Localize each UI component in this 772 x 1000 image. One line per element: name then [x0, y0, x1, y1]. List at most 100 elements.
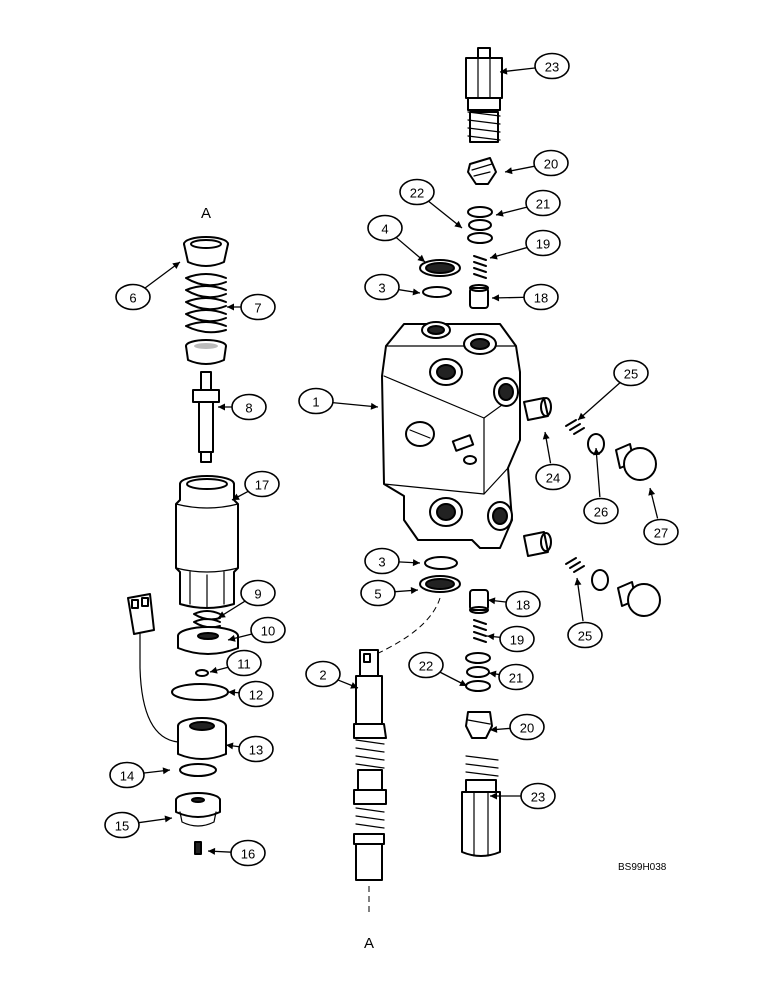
left-assembly	[127, 236, 239, 855]
part-21-lower-ring	[466, 666, 490, 678]
callout-circle	[533, 149, 569, 177]
callout-number: 20	[520, 721, 534, 736]
part-10-plate	[177, 626, 239, 655]
leader-arrow-24	[542, 432, 550, 440]
callout-circle	[109, 761, 145, 789]
callout-circle	[250, 616, 286, 644]
callout-circle	[115, 283, 151, 311]
callout-10: 10	[250, 616, 286, 644]
part-12-oring	[171, 683, 229, 701]
callout-22: 22	[399, 178, 435, 206]
callout-13: 13	[238, 735, 274, 763]
callout-circle	[226, 649, 262, 677]
leader-line-6	[143, 261, 181, 290]
callout-number: 22	[410, 186, 424, 201]
callout-15: 15	[104, 811, 140, 839]
callout-number: 19	[510, 633, 524, 648]
callout-circle	[534, 52, 570, 80]
callout-11: 11	[226, 649, 262, 677]
leader-arrow-23	[490, 792, 497, 800]
part-20-upper-poppet	[467, 157, 497, 185]
callout-circle	[509, 713, 545, 741]
connector-with-wire	[127, 593, 179, 743]
callout-circle	[230, 839, 266, 867]
callout-3: 3	[364, 547, 400, 575]
part-23-lower-plug	[461, 755, 501, 857]
leader-line-26	[595, 447, 601, 498]
callout-number: 5	[374, 587, 381, 602]
leader-arrow-3	[412, 288, 420, 296]
callout-circle	[364, 273, 400, 301]
callout-circle	[238, 680, 274, 708]
leader-arrow-14	[162, 767, 170, 775]
leader-arrow-1	[370, 402, 378, 410]
part-2-spool	[353, 597, 441, 916]
part-3-upper-oring	[422, 286, 452, 298]
leader-arrow-2	[350, 682, 358, 689]
callout-25: 25	[613, 359, 649, 387]
leader-arrow-22	[459, 679, 467, 686]
callout-circle	[244, 470, 280, 498]
callout-circle	[399, 178, 435, 206]
leader-arrow-15	[164, 815, 172, 823]
callout-number: 1	[312, 395, 319, 410]
part-25-upper-spring	[565, 419, 585, 435]
callout-number: 10	[261, 624, 275, 639]
right-side-ports	[523, 397, 661, 617]
callout-3: 3	[364, 273, 400, 301]
part-16-screw	[194, 841, 202, 855]
part-27-upper-plug	[615, 443, 657, 481]
callout-circle	[643, 518, 679, 546]
callout-number: 21	[536, 197, 550, 212]
callout-circle	[240, 293, 276, 321]
leader-arrow-23	[500, 67, 508, 75]
callout-number: 7	[254, 301, 261, 316]
callout-circle	[305, 660, 341, 688]
callout-circle	[499, 625, 535, 653]
leader-arrow-9	[218, 611, 226, 618]
callout-number: 15	[115, 819, 129, 834]
callout-23: 23	[520, 782, 556, 810]
leader-line-25	[577, 381, 621, 421]
callout-circle	[505, 590, 541, 618]
part-4-seal	[419, 259, 461, 277]
callout-circle	[525, 189, 561, 217]
callout-number: 6	[129, 291, 136, 306]
callout-25: 25	[567, 621, 603, 649]
callout-number: 27	[654, 526, 668, 541]
part-6-lower-cap	[185, 339, 227, 365]
callout-number: 3	[378, 281, 385, 296]
part-22-lower-ring-b	[465, 680, 491, 692]
callout-21: 21	[498, 663, 534, 691]
part-15-nut	[175, 792, 221, 827]
part-3-lower-oring	[424, 556, 458, 570]
callout-number: 24	[546, 471, 560, 486]
callout-number: 3	[378, 555, 385, 570]
callout-9: 9	[240, 579, 276, 607]
part-11-small-oring	[195, 669, 209, 677]
callout-labels: 2320222141931812524262735182519222120232…	[104, 52, 679, 867]
leader-arrow-8	[218, 403, 225, 411]
part-27-lower-plug	[617, 581, 661, 617]
leader-arrow-25	[574, 578, 582, 586]
leader-arrow-6	[172, 262, 180, 269]
leader-arrow-20	[505, 167, 513, 175]
leader-arrow-27	[648, 488, 656, 496]
part-17-housing	[175, 475, 239, 609]
callout-number: 16	[241, 847, 255, 862]
callout-circle	[360, 579, 396, 607]
leader-arrow-4	[417, 254, 425, 262]
part-8-bolt	[192, 371, 220, 463]
part-6-upper-cap	[183, 236, 229, 267]
callout-number: 4	[381, 222, 388, 237]
callout-number: 13	[249, 743, 263, 758]
callout-number: 26	[594, 505, 608, 520]
callout-19: 19	[499, 625, 535, 653]
leader-arrow-19	[490, 252, 498, 260]
callout-circle	[104, 811, 140, 839]
callout-18: 18	[523, 283, 559, 311]
part-9-spring	[193, 610, 221, 631]
part-14-oring	[179, 763, 217, 777]
part-18-upper-check	[469, 284, 489, 309]
callout-circle	[367, 214, 403, 242]
